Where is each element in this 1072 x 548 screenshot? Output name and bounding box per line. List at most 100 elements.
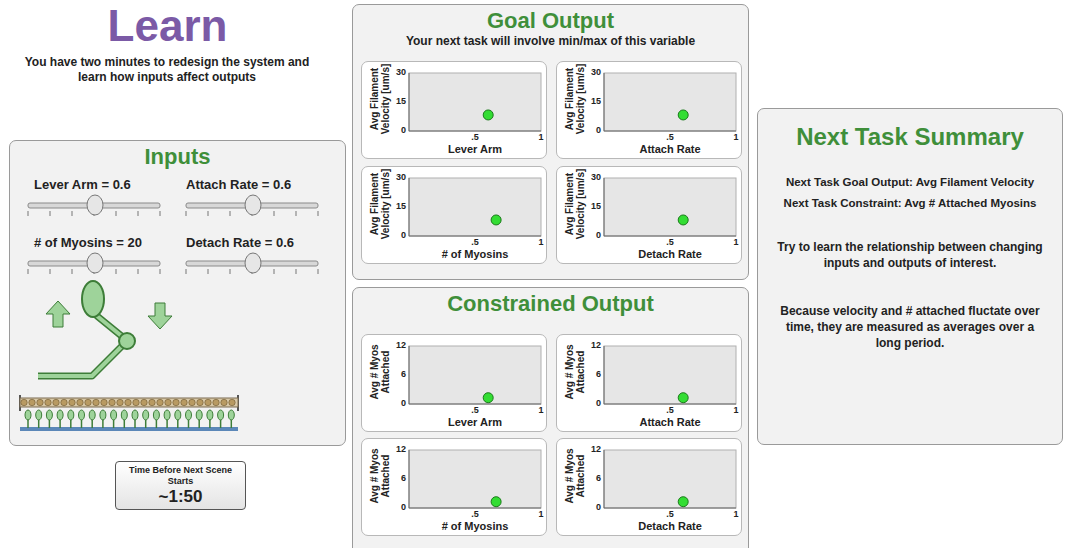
actin-bead	[173, 399, 179, 405]
tick-label: 12	[579, 340, 601, 351]
myosin-hinge	[119, 333, 135, 349]
slider-tick	[50, 211, 51, 216]
tick-label: 15	[384, 201, 406, 212]
tick-label: 0	[579, 125, 601, 136]
myosin-head	[186, 410, 192, 420]
slider-tick	[72, 211, 73, 216]
panel-box: Goal OutputYour next task will involve m…	[352, 4, 749, 280]
tick-label: 0	[579, 398, 601, 409]
x-axis	[604, 236, 736, 237]
actin-bead	[133, 399, 139, 405]
actin-bead	[109, 399, 115, 405]
plot-area	[409, 450, 541, 508]
myosin-head	[228, 410, 234, 420]
y-axis	[409, 178, 410, 236]
x-axis	[604, 404, 736, 405]
myosin-head	[89, 410, 95, 420]
myosin-head	[25, 410, 31, 420]
x-axis-label: Attach Rate	[600, 143, 740, 156]
panel-title: Constrained Output	[353, 291, 748, 317]
panel-text: ~1:50	[120, 487, 241, 506]
tick-label: 15	[579, 201, 601, 212]
slider-tick	[230, 211, 231, 216]
tick-label: 0	[579, 230, 601, 241]
actin-bead	[117, 399, 123, 405]
page-title: Learn	[9, 0, 326, 52]
actin-bead	[229, 399, 235, 405]
panel-title: Next Task Summary	[774, 123, 1046, 151]
data-point	[483, 110, 493, 120]
panel-title: Inputs	[10, 144, 345, 170]
actin-bead	[149, 399, 155, 405]
data-point	[678, 110, 688, 120]
myosin-head	[164, 410, 170, 420]
panel-box: Next Task SummaryNext Task Goal Output: …	[757, 108, 1063, 445]
up-arrow	[46, 301, 70, 327]
slider-tick	[186, 269, 187, 274]
myosin-head	[121, 410, 127, 420]
myosin-head	[175, 410, 181, 420]
plot-area	[409, 346, 541, 404]
myosin-head	[100, 410, 106, 420]
plot-area	[604, 450, 736, 508]
data-point	[678, 497, 688, 507]
myosin-head	[111, 410, 117, 420]
tick-label: 15	[384, 96, 406, 107]
chart-box: Avg # Myos AttachedLever Arm1260.51	[361, 334, 547, 432]
tick-label: .5	[660, 509, 680, 520]
myosin-arm	[38, 341, 127, 376]
y-axis	[604, 346, 605, 404]
actin-bead	[21, 399, 27, 405]
tick-label: 15	[579, 96, 601, 107]
myosin-arm-fill	[38, 341, 127, 376]
tick-label: .5	[465, 405, 485, 416]
actin-bead	[37, 399, 43, 405]
tick-label: .5	[660, 237, 680, 248]
x-axis-label: Detach Rate	[600, 520, 740, 533]
slider-group	[28, 195, 318, 274]
x-axis	[409, 404, 541, 405]
actin-bead	[85, 399, 91, 405]
slider-tick	[318, 211, 319, 216]
chart-box: Avg Filament Velocity [um/s]Lever Arm301…	[361, 61, 547, 159]
slider-tick	[318, 269, 319, 274]
slider-tick	[160, 211, 161, 216]
tick-label: 6	[384, 369, 406, 380]
actin-bead	[213, 399, 219, 405]
chart-box: Avg # Myos Attached# of Myosins1260.51	[361, 438, 547, 536]
y-axis	[409, 346, 410, 404]
actin-bead	[141, 399, 147, 405]
x-axis-label: Detach Rate	[600, 248, 740, 261]
tick-label: 0	[384, 502, 406, 513]
slider-tick	[50, 269, 51, 274]
slider-tick	[28, 269, 29, 274]
input-label: Detach Rate = 0.6	[186, 235, 336, 251]
panel-title: Time Before Next Scene Starts	[120, 465, 241, 487]
slider-tick	[116, 211, 117, 216]
actin-bead	[53, 399, 59, 405]
plot-area	[409, 73, 541, 131]
tick-label: 0	[384, 230, 406, 241]
plot-area	[604, 73, 736, 131]
tick-label: 6	[579, 369, 601, 380]
x-axis-label: Lever Arm	[405, 416, 545, 429]
panel-title: Goal Output	[353, 8, 748, 34]
input-label: Lever Arm = 0.6	[34, 177, 184, 193]
x-axis	[409, 508, 541, 509]
tick-label: 12	[384, 444, 406, 455]
slider-tick	[138, 269, 139, 274]
actin-bead	[101, 399, 107, 405]
y-axis	[409, 73, 410, 131]
myosin-head	[68, 410, 74, 420]
slider-tick	[72, 269, 73, 274]
plot-area	[604, 346, 736, 404]
y-axis-label: Avg # Myos Attached	[564, 436, 586, 516]
slider-tick	[274, 211, 275, 216]
plot-area	[604, 178, 736, 236]
tick-label: 1	[726, 509, 746, 520]
actin-bead	[61, 399, 67, 405]
slider-tick	[28, 211, 29, 216]
tick-label: 1	[531, 237, 551, 248]
tick-label: 1	[726, 405, 746, 416]
x-axis	[604, 131, 736, 132]
